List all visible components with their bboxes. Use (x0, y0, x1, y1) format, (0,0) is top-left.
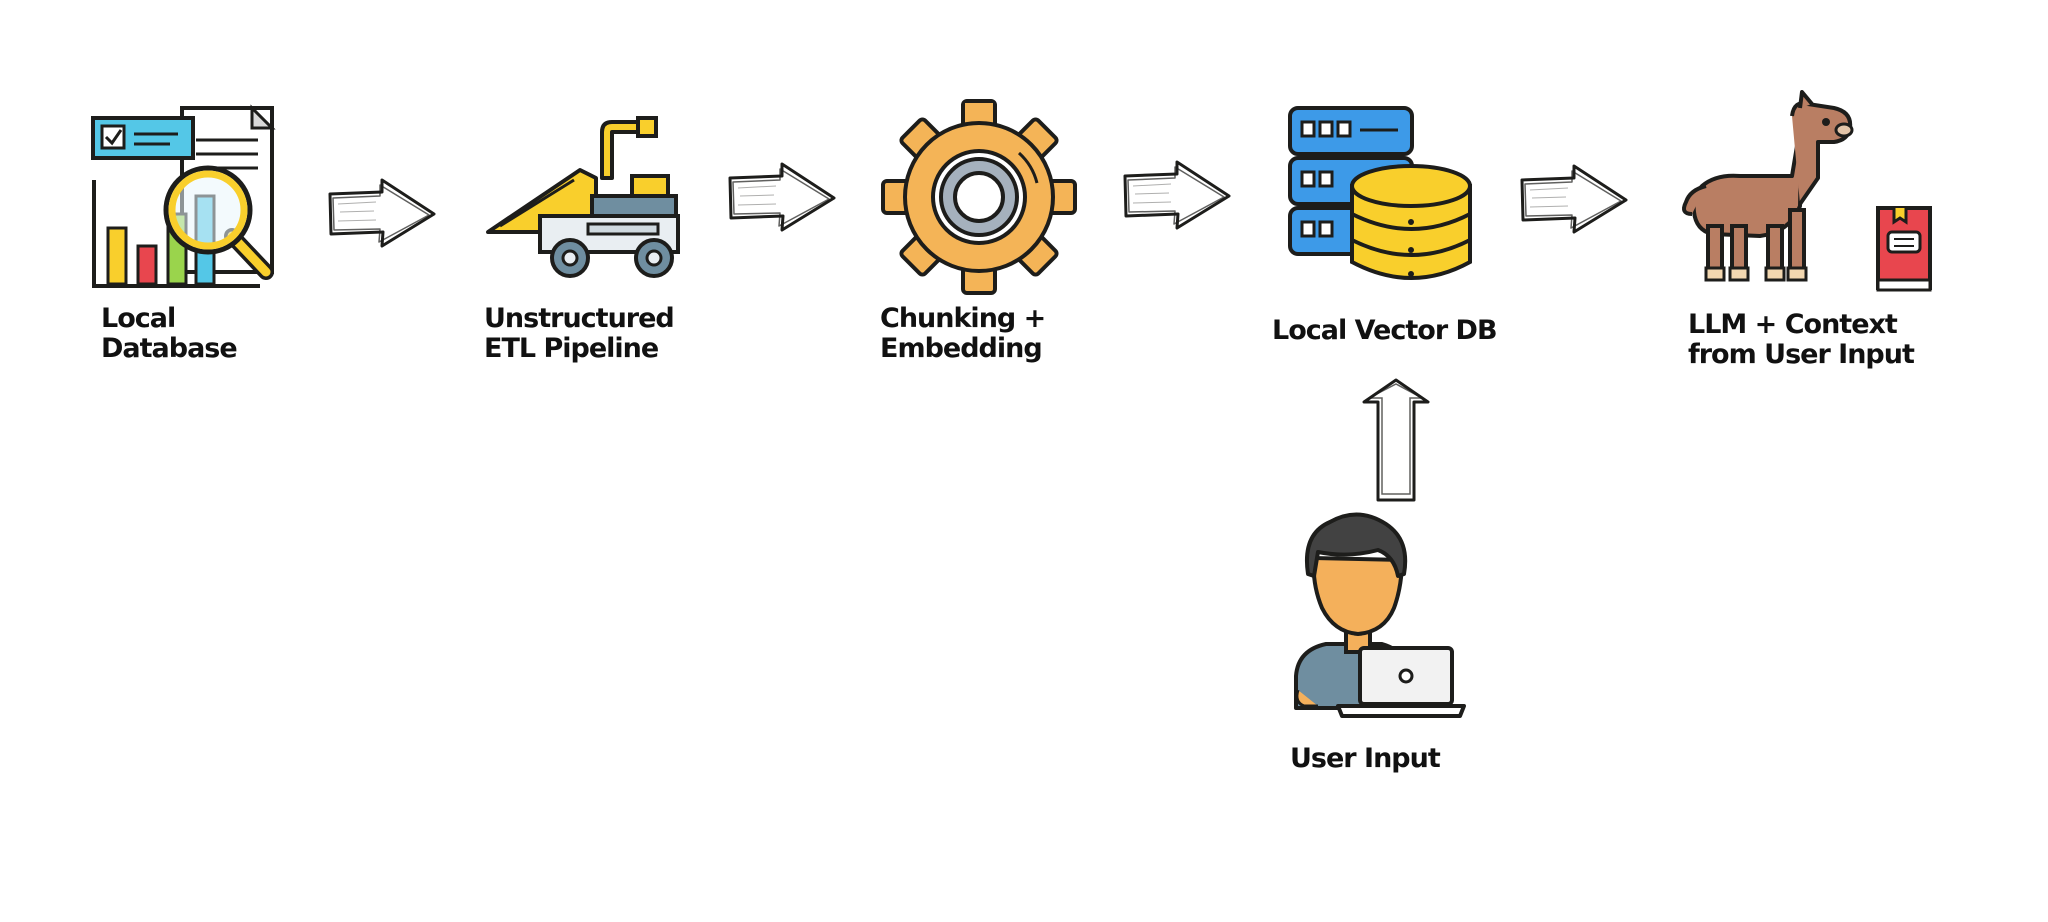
label-line: ETL Pipeline (484, 333, 659, 364)
label-etl-pipeline: Unstructured ETL Pipeline (484, 303, 675, 364)
label-chunking-embedding: Chunking + Embedding (880, 303, 1046, 364)
database-report-icon (91, 104, 276, 288)
label-line: Unstructured (484, 303, 675, 334)
label-line: Local (101, 303, 176, 334)
arrow-right-icon (328, 178, 436, 248)
server-database-icon (1288, 106, 1472, 280)
label-line: from User Input (1688, 339, 1915, 370)
label-line: Chunking + (880, 303, 1046, 334)
label-local-vector-db: Local Vector DB (1272, 315, 1498, 346)
label-line: Embedding (880, 333, 1043, 364)
arrow-right-icon (1123, 160, 1231, 230)
label-local-database: Local Database (101, 303, 238, 364)
user-laptop-icon (1294, 512, 1466, 718)
llama-book-icon (1682, 90, 1932, 292)
wood-chipper-icon (486, 116, 680, 278)
arrow-up-icon (1362, 378, 1430, 502)
label-line: Local Vector DB (1272, 315, 1498, 346)
label-llm-context: LLM + Context from User Input (1688, 309, 1915, 370)
gear-icon (881, 99, 1077, 295)
label-line: Database (101, 333, 238, 364)
label-user-input: User Input (1290, 743, 1441, 774)
arrow-right-icon (1520, 164, 1628, 234)
arrow-right-icon (728, 162, 836, 232)
label-line: User Input (1290, 743, 1441, 774)
label-line: LLM + Context (1688, 309, 1898, 340)
